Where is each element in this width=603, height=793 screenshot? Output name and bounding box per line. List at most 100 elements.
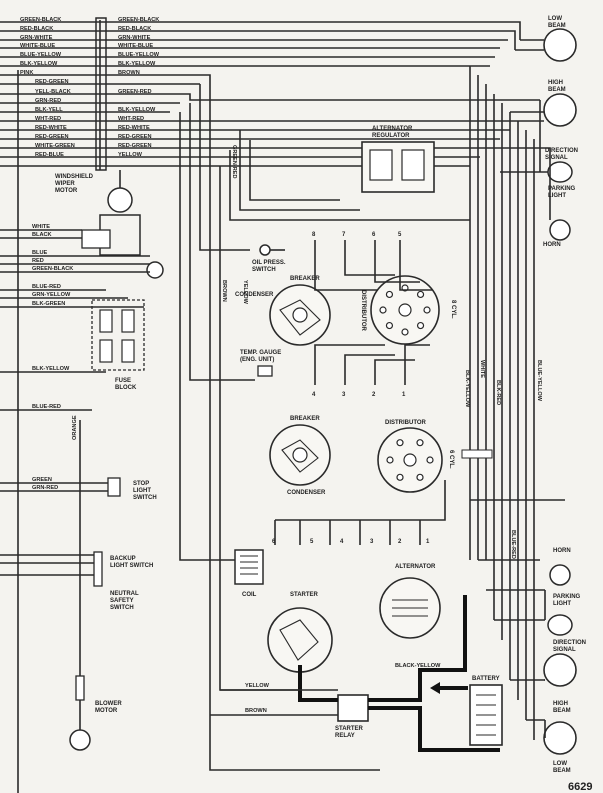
- wire-label: PINK: [20, 70, 33, 76]
- wire-label: BLACK-YELLOW: [395, 663, 441, 669]
- distributor-pin: [426, 456, 434, 464]
- wire-label: BLK-YELLOW: [20, 61, 58, 67]
- distributor-pin: [396, 473, 404, 481]
- fuse-line: BLOCK: [115, 385, 137, 391]
- right-trunk: [461, 66, 565, 740]
- alternator: ALTERNATOR: [379, 564, 441, 639]
- wire-label: ORANGE: [72, 415, 78, 440]
- horn-bottom-label: HORN: [553, 548, 571, 554]
- high-beam-line: HIGH: [553, 701, 568, 707]
- wire-label: RED-GREEN: [35, 134, 69, 140]
- parking-line: PARKING: [553, 594, 581, 600]
- wire-label: BLUE-RED: [32, 284, 61, 290]
- left-wire-labels: GREEN-BLACK RED-BLACK GRN-WHITE WHITE-BL…: [20, 17, 75, 158]
- fuse-line: FUSE: [115, 378, 131, 384]
- distributor-pin: [385, 321, 394, 330]
- blower-line: BLOWER: [95, 701, 122, 707]
- wire-label: BLUE-RED: [32, 404, 61, 410]
- wire-label: RED-BLACK: [118, 26, 151, 32]
- wire-label: GREEN-RED: [118, 89, 152, 95]
- coil-term: 5: [310, 539, 314, 545]
- dir-line: DIRECTION: [545, 148, 578, 154]
- wiper-motor-label: WINDSHIELD WIPER MOTOR: [55, 174, 95, 194]
- wire-label: RED-WHITE: [118, 125, 150, 131]
- dist-term-7: 7: [342, 232, 346, 238]
- temp-gauge-label: TEMP. GAUGE (ENG. UNIT): [240, 350, 283, 363]
- wire-label: BLK-YELLOW: [118, 107, 156, 113]
- wire-label: RED-GREEN: [118, 134, 152, 140]
- wire-label: BLUE-RED: [510, 530, 516, 559]
- mid-wire-labels: GREEN-BLACK RED-BLACK GRN-WHITE WHITE-BL…: [118, 17, 160, 158]
- wire-label: GREEN-RED: [231, 145, 237, 179]
- starter-relay-label: STARTER RELAY: [335, 726, 365, 739]
- blower-line: MOTOR: [95, 708, 118, 714]
- parking-line: LIGHT: [548, 193, 566, 199]
- wire-label: WHT-RED: [35, 116, 61, 122]
- battery: BATTERY: [430, 676, 503, 746]
- vertical-wire-labels: GREEN-RED BROWN YELLOW BLUE-YELLOW BLK-R…: [221, 145, 542, 559]
- oil-switch-label: OIL PRESS. SWITCH: [252, 260, 287, 273]
- dir-line: SIGNAL: [545, 155, 568, 161]
- coil-term: 1: [426, 539, 430, 545]
- breaker1-label: BREAKER: [290, 276, 320, 282]
- oil-line: OIL PRESS.: [252, 260, 286, 266]
- high-beam-line: BEAM: [553, 708, 571, 714]
- breaker2-label: BREAKER: [290, 416, 320, 422]
- dir-line: SIGNAL: [553, 647, 576, 653]
- high-beam-line: HIGH: [548, 80, 563, 86]
- blower-motor-label: BLOWER MOTOR: [95, 701, 123, 714]
- distributor-pin: [379, 306, 387, 314]
- distributor-pin: [416, 290, 425, 299]
- wire-label: GREEN-BLACK: [32, 266, 73, 272]
- breaker-assembly-2: BREAKER CONDENSER: [269, 416, 331, 496]
- wire-label: GRN-RED: [32, 485, 58, 491]
- wire-label: BLK-GREEN: [32, 301, 65, 307]
- wire-label: RED-BLACK: [20, 26, 53, 32]
- distributor-pin: [401, 328, 409, 336]
- stop-line: LIGHT: [133, 488, 151, 494]
- wire-label: BLUE-YELLOW: [118, 52, 160, 58]
- wire-label: RED-GREEN: [118, 143, 152, 149]
- wiper-motor: WINDSHIELD WIPER MOTOR WHITE BLACK BLUE …: [0, 170, 164, 279]
- condenser1-label: CONDENSER: [235, 292, 274, 298]
- low-beam-line: BEAM: [548, 23, 566, 29]
- alternator-regulator: ALTERNATOR REGULATOR: [361, 126, 435, 193]
- wire-label: YELLOW: [245, 683, 270, 689]
- cyl8-label: 8 CYL.: [450, 300, 456, 319]
- wire-label: YELL-BLACK: [35, 89, 71, 95]
- parking-line: PARKING: [548, 186, 576, 192]
- wire-label: BLUE: [32, 250, 47, 256]
- oil-press-switch: OIL PRESS. SWITCH: [252, 244, 287, 273]
- distributor-pins: [379, 284, 431, 336]
- wire-label: GRN-YELLOW: [32, 292, 71, 298]
- neutral-line: SAFETY: [110, 598, 134, 604]
- low-beam-bottom-label: LOW BEAM: [553, 761, 571, 774]
- wire-label: BLK-RED: [495, 380, 501, 405]
- low-beam-line: BEAM: [553, 768, 571, 774]
- alternator-label: ALTERNATOR: [395, 564, 436, 570]
- distributor-pin: [386, 456, 394, 464]
- ignition-coil: COIL: [234, 549, 264, 598]
- wire-label: WHITE-BLUE: [118, 43, 153, 49]
- regulator-line: ALTERNATOR: [372, 126, 413, 132]
- distributor-pin: [396, 439, 404, 447]
- wiper-line: MOTOR: [55, 188, 78, 194]
- backup-switch-label: BACKUP LIGHT SWITCH: [110, 556, 153, 569]
- figure-number: 6629: [568, 781, 592, 793]
- wire-label: GRN-WHITE: [118, 35, 151, 41]
- wire-label: WHT-RED: [118, 116, 144, 122]
- wire-label: RED-WHITE: [35, 125, 67, 131]
- distributor-6cyl: DISTRIBUTOR 6 CYL. 6 5 4 3 2 1: [272, 420, 454, 545]
- distributor-pin: [416, 473, 424, 481]
- dist-term-6: 6: [372, 232, 376, 238]
- distributor-pin: [416, 439, 424, 447]
- distributor-pin: [416, 321, 425, 330]
- neutral-line: NEUTRAL: [110, 591, 139, 597]
- regulator-label: ALTERNATOR REGULATOR: [372, 126, 414, 139]
- breaker-assembly-1: BREAKER CONDENSER: [235, 276, 331, 346]
- wire-label: GRN-RED: [35, 98, 61, 104]
- wire-label: BLK-YELL: [35, 107, 63, 113]
- wire-label: WHITE-BLUE: [20, 43, 55, 49]
- wire-label: BROWN: [221, 280, 227, 302]
- starter-relay: STARTER RELAY YELLOW BROWN BLACK-YELLOW: [210, 595, 500, 752]
